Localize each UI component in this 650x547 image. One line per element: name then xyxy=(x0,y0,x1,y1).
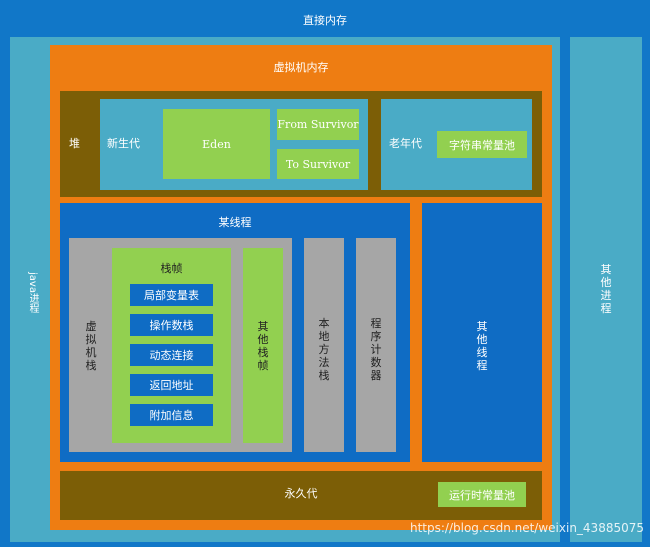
eden-box: Eden xyxy=(163,109,270,179)
frame-item-operand-stack: 操作数栈 xyxy=(130,314,213,336)
frame-item-dynamic-link: 动态连接 xyxy=(130,344,213,366)
runtime-constant-pool-box: 运行时常量池 xyxy=(438,482,526,507)
stack-frame-label: 栈帧 xyxy=(160,262,183,275)
to-survivor-box: To Survivor xyxy=(277,149,359,179)
other-threads-label: 其他线程 xyxy=(476,320,488,372)
frame-item-label: 附加信息 xyxy=(149,409,194,422)
other-frames-label: 其他栈帧 xyxy=(257,320,269,372)
frame-item-label: 动态连接 xyxy=(149,349,194,362)
frame-item-label: 操作数栈 xyxy=(149,319,194,332)
runtime-constant-pool-label: 运行时常量池 xyxy=(449,488,515,502)
frame-item-label: 返回地址 xyxy=(149,379,194,392)
to-survivor-label: To Survivor xyxy=(285,157,351,171)
jvm-memory-label: 虚拟机内存 xyxy=(273,61,329,74)
watermark-text: https://blog.csdn.net/weixin_43885075 xyxy=(409,521,644,535)
frame-item-label: 局部变量表 xyxy=(144,289,199,302)
frame-item-return-address: 返回地址 xyxy=(130,374,213,396)
other-process-region xyxy=(570,37,642,542)
java-process-text: java进程 xyxy=(27,271,38,313)
other-process-label: 其他进程 xyxy=(600,263,612,315)
eden-label: Eden xyxy=(202,137,231,151)
string-pool-label: 字符串常量池 xyxy=(449,138,515,152)
from-survivor-label: From Survivor xyxy=(277,118,359,131)
frame-item-extra-info: 附加信息 xyxy=(130,404,213,426)
old-gen-label: 老年代 xyxy=(389,137,422,150)
perm-gen-label: 永久代 xyxy=(284,487,318,500)
native-method-stack-region xyxy=(304,238,344,452)
heap-label: 堆 xyxy=(69,137,80,150)
frame-item-local-vars: 局部变量表 xyxy=(130,284,213,306)
native-method-stack-label: 本地方法栈 xyxy=(318,317,330,382)
other-frames-region xyxy=(243,248,283,443)
direct-memory-label: 直接内存 xyxy=(303,14,347,27)
program-counter-region xyxy=(356,238,396,452)
vm-stack-label: 虚拟机栈 xyxy=(85,320,97,372)
young-gen-label: 新生代 xyxy=(107,137,140,150)
java-process-label: java进程 xyxy=(24,262,38,322)
program-counter-label: 程序计数器 xyxy=(370,317,382,382)
other-threads-region xyxy=(422,203,542,462)
string-pool-box: 字符串常量池 xyxy=(437,131,527,158)
from-survivor-box: From Survivor xyxy=(277,109,359,140)
thread-label: 某线程 xyxy=(218,216,252,229)
